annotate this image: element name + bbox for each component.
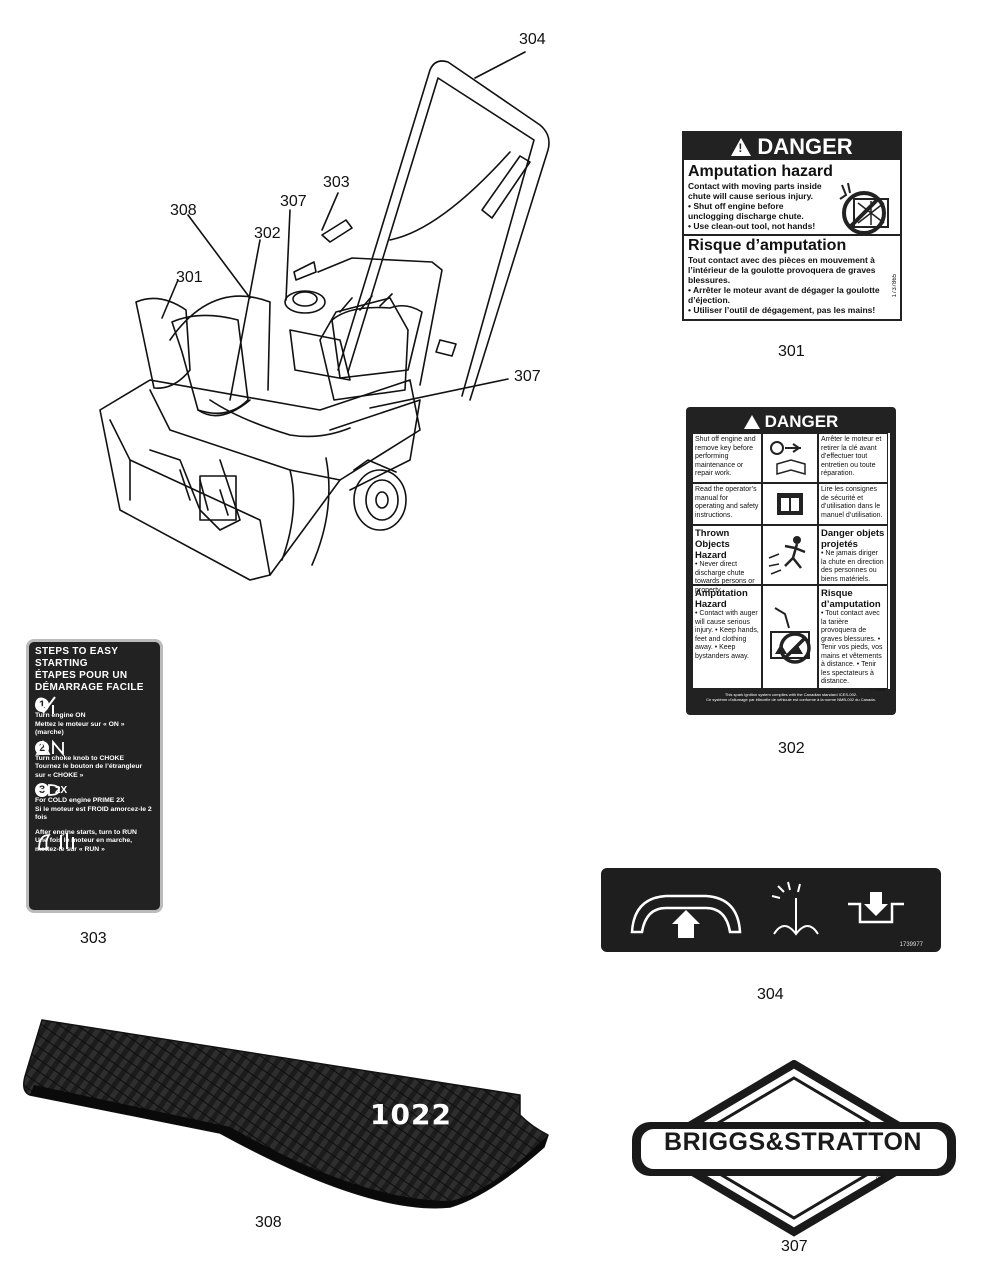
warning-triangle-icon	[743, 415, 760, 429]
decal-302-r1-fr: Arrêter le moteur et retirer la clé avan…	[818, 433, 888, 483]
part-label-307: 307	[781, 1238, 808, 1255]
step-1-en: Turn engine ON	[35, 712, 86, 719]
decal-301-en-title: Amputation hazard	[688, 163, 833, 180]
decal-301-en-bullet-2: • Use clean-out tool, not hands!	[688, 221, 816, 231]
callout-307-top: 307	[280, 193, 307, 210]
hand-in-chute-prohibited-icon	[839, 183, 889, 235]
part-label-303: 303	[80, 930, 107, 947]
briggs-stratton-logo	[632, 1060, 956, 1237]
handle-lift-arrow-icon	[630, 894, 742, 938]
callout-307-side: 307	[514, 368, 541, 385]
thrown-objects-icon	[762, 525, 818, 585]
push-down-arrow-icon	[848, 892, 904, 924]
step-3-fr: Si le moteur est FROID amorcez-le 2 fois	[35, 805, 152, 822]
run-throttle-icon	[38, 832, 74, 850]
auger-hazard-prohibited-icon	[762, 585, 818, 689]
primer-bulb-icon	[37, 784, 60, 796]
decal-302-footer: This spark ignition system complies with…	[706, 692, 876, 702]
decal-302-r4-fr: Risque d’amputation • Tout contact avec …	[818, 585, 888, 692]
decal-301-fr-bullet-1: • Arrêter le moteur avant de dégager la …	[688, 285, 880, 305]
decal-308-model-number: 1022	[370, 1098, 452, 1131]
warning-triangle-icon: !	[731, 137, 752, 156]
step-3-en: For COLD engine PRIME 2X	[35, 797, 125, 804]
part-label-308: 308	[255, 1214, 282, 1231]
step-4-fr: Une fois le moteur en marche, mettez-le …	[35, 837, 133, 853]
decal-301-en-body: Contact with moving parts inside chute w…	[688, 181, 822, 201]
decal-302-header: DANGER	[690, 411, 892, 433]
decal-301-fr-body: Tout contact avec des pièces en mouvemen…	[688, 255, 876, 285]
decal-308-carbon-strip	[23, 1019, 549, 1209]
logo-307-text: BRIGGS&STRATTON	[664, 1128, 922, 1156]
part-label-302: 302	[778, 740, 805, 757]
step-3-count: 2X	[55, 784, 68, 796]
decal-302-danger-grid: DANGER Shut off engine and remove key be…	[686, 407, 896, 715]
auger-engage-icon	[771, 881, 819, 936]
key-remove-icon	[762, 433, 818, 483]
decal-301-header: ! DANGER	[684, 133, 900, 160]
decal-301-fr-bullet-2: • Utiliser l’outil de dégagement, pas le…	[688, 305, 876, 315]
step-1-fr: Mettez le moteur sur « ON » (marche)	[35, 720, 125, 737]
callout-302: 302	[254, 225, 281, 242]
decal-302-r2-en: Read the operator’s manual for operating…	[692, 483, 762, 525]
decal-303-title-en: STEPS TO EASY STARTING	[35, 646, 119, 669]
logo-307-registered: ®	[876, 1174, 884, 1185]
part-label-301: 301	[778, 343, 805, 360]
decal-302-r1-en: Shut off engine and remove key before pe…	[692, 433, 762, 483]
decal-303-title-fr: ÉTAPES POUR UN DÉMARRAGE FACILE	[35, 670, 144, 693]
step-2-fr: Tournez le bouton de l’étrangleur sur « …	[35, 763, 143, 779]
decal-301-en-bullet-1: • Shut off engine before unclogging disc…	[688, 201, 804, 221]
step-2-en: Turn choke knob to CHOKE	[35, 754, 124, 762]
callout-301: 301	[176, 269, 203, 286]
decal-304-code: 1739977	[899, 942, 923, 948]
part-label-304: 304	[757, 986, 784, 1003]
decal-302-r2-fr: Lire les consignes de sécurité et d’util…	[818, 483, 888, 525]
decal-303-starting-steps: STEPS TO EASY STARTING ÉTAPES POUR UN DÉ…	[26, 639, 163, 913]
manual-book-icon	[762, 483, 818, 525]
decal-301-amputation: ! DANGER Amputation hazard Contact with …	[682, 131, 902, 321]
decal-304-handle-controls: 1739977	[601, 868, 941, 952]
callout-308: 308	[170, 202, 197, 219]
callout-304: 304	[519, 31, 546, 48]
step-4-en: After engine starts, turn to RUN	[35, 828, 137, 836]
on-off-switch-icon	[35, 696, 56, 714]
choke-icon	[35, 739, 64, 756]
callout-303: 303	[323, 174, 350, 191]
snow-blower-illustration	[99, 51, 550, 581]
decal-302-r3-fr: Danger objets projetés • Ne jamais dirig…	[818, 525, 888, 585]
decal-301-code: 1737865	[892, 273, 898, 297]
decal-301-fr-title: Risque d’amputation	[688, 237, 847, 254]
decal-302-r4-en: Amputation Hazard • Contact with auger w…	[692, 585, 762, 689]
decal-302-r3-en: Thrown Objects Hazard • Never direct dis…	[692, 525, 762, 594]
